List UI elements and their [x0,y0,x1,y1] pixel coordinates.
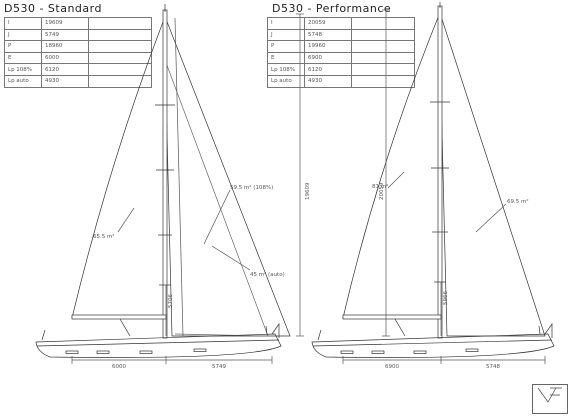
performance-pulpit [538,325,541,335]
standard-hull [35,333,282,358]
spec-value: 5749 [41,28,89,42]
spec-empty [351,51,415,65]
standard-forestay [174,17,184,337]
performance-main-leader [387,171,405,189]
standard-title: D530 - Standard [4,2,102,15]
standard-jib-area: 45 m² (auto) [250,271,285,278]
standard-mainsail-area: 65.5 m² [93,233,115,240]
standard-lower-dim: 5706 [168,294,174,308]
performance-genoa-leader [475,203,507,233]
performance-mast [437,5,443,339]
spec-empty [88,74,152,88]
standard-rig [35,4,304,364]
spec-empty [88,28,152,42]
spec-key: Lp auto [267,74,305,88]
standard-jib-sail [164,59,269,337]
standard-genoa-sail [163,13,291,337]
performance-vang [394,318,406,337]
standard-genoa-leader [203,189,231,245]
performance-porthole [413,350,427,354]
spec-empty [88,51,152,65]
standard-height-dim: 19609 [305,182,311,200]
standard-pulpit [265,325,268,335]
performance-rig [311,2,555,364]
spec-empty [88,40,152,53]
performance-porthole [340,350,354,354]
standard-mast [162,9,168,339]
performance-porthole [465,348,479,352]
performance-boom [342,314,442,320]
performance-mainsail [342,9,442,319]
spec-empty [351,28,415,42]
performance-title: D530 - Performance [272,2,392,15]
spec-value: 6900 [304,51,352,65]
performance-pushpit [317,329,322,341]
standard-main-leader [117,207,135,233]
logo-mark [537,387,562,403]
standard-pushpit [41,329,46,341]
performance-sheerline [312,339,553,347]
spec-empty [351,40,415,53]
performance-genoa-area: 69.5 m² [507,198,529,205]
standard-bow-roller [271,322,280,338]
standard-genoa-area: 59.5 m² (108%) [230,184,273,191]
performance-hull [311,333,555,358]
performance-boom-dim: 6900 [385,364,399,370]
standard-porthole [65,350,79,354]
standard-porthole [139,350,153,354]
standard-fore-dim: 5749 [212,364,226,370]
title-block-logo [532,384,568,414]
performance-genoa-sail [438,9,546,337]
performance-mainsail-area: 81 m² [372,183,388,190]
performance-height-dim: 20059 [379,182,385,200]
standard-boom [71,314,167,320]
standard-mainsail [71,13,167,319]
standard-vang [119,318,131,337]
performance-fore-dim: 5748 [486,364,500,370]
standard-boom-dim: 6000 [112,364,126,370]
spec-value: 6000 [41,51,89,65]
standard-jib-leader [211,245,251,271]
performance-lower-dim: 5966 [443,291,449,305]
spec-empty [351,74,415,88]
standard-sheerline [36,339,280,347]
performance-bow-roller [544,322,553,338]
spec-key: P [267,40,305,53]
performance-porthole [371,350,385,354]
spec-row: Lp 108%6120 [267,63,415,76]
standard-porthole [193,348,207,352]
spec-key: E [4,51,42,65]
standard-porthole [96,350,110,354]
